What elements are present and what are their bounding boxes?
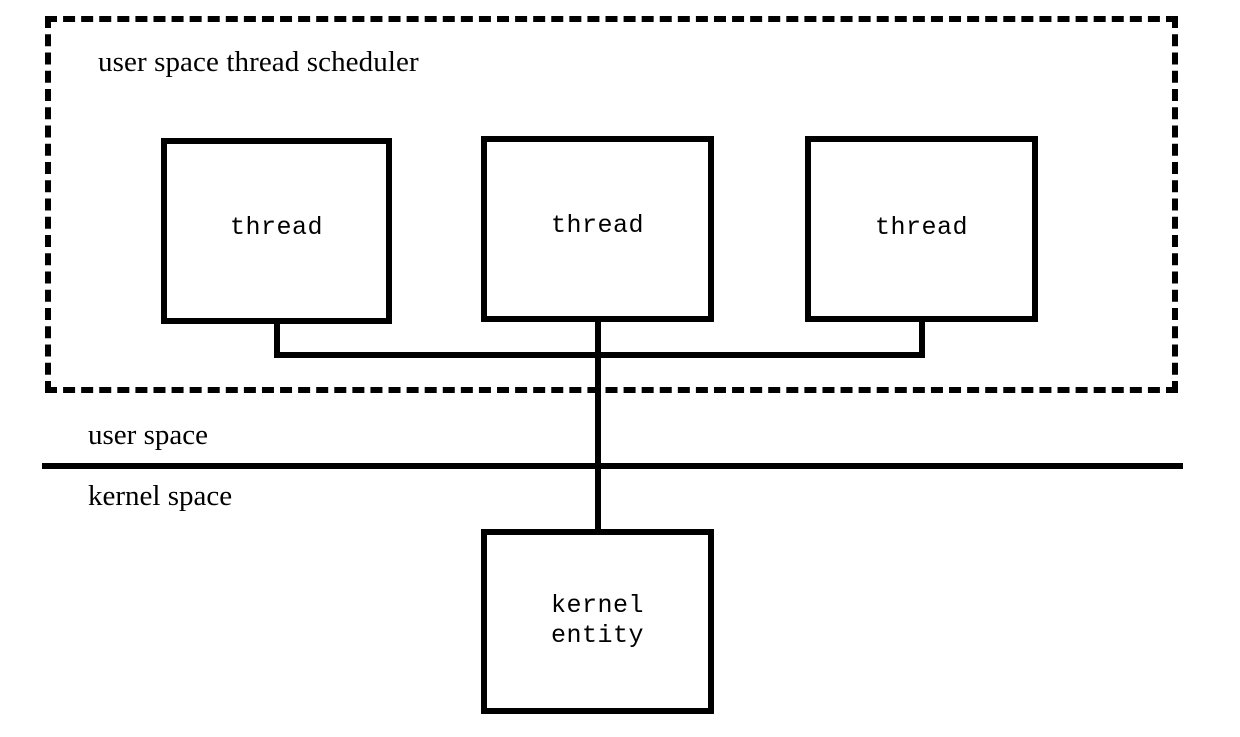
kernel-space-label: kernel space [88, 480, 233, 512]
thread-box-1-label: thread [229, 213, 323, 243]
kernel-entity-label: kernel entity [550, 591, 644, 650]
connector-stub-thread-3 [919, 320, 925, 358]
thread-box-3-label: thread [874, 213, 968, 243]
connector-trunk-to-kernel-entity [595, 320, 601, 532]
user-space-label: user space [88, 419, 208, 451]
thread-box-1: thread [161, 138, 392, 324]
thread-box-2: thread [481, 136, 714, 322]
scheduler-region-label: user space thread scheduler [98, 46, 419, 78]
kernel-entity-box: kernel entity [481, 529, 714, 714]
thread-box-2-label: thread [550, 211, 644, 241]
connector-stub-thread-1 [274, 320, 280, 358]
user-kernel-boundary-line [42, 463, 1183, 469]
thread-box-3: thread [805, 136, 1038, 322]
user-space-thread-scheduler-region [45, 16, 1178, 393]
